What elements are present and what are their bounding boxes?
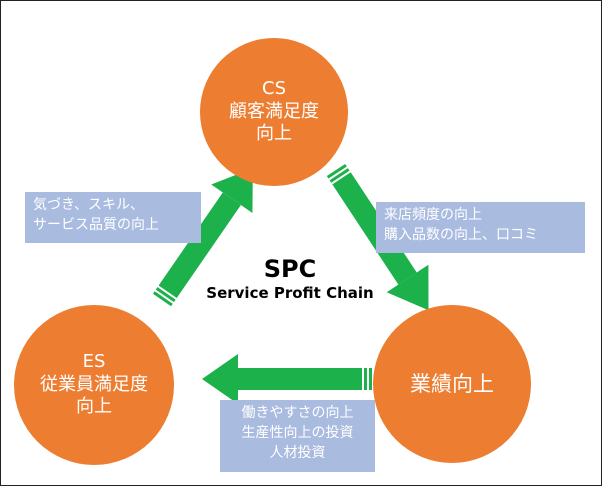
performance-title: 業績向上 [410, 371, 494, 396]
es-label-line3: 向上 [76, 396, 112, 418]
spc-title: SPC [263, 255, 317, 283]
center-title-block: SPC Service Profit Chain [200, 255, 380, 303]
arrow-es-to-cs [152, 168, 253, 307]
label-es-to-cs: 気づき、スキル、 サービス品質の向上 [25, 192, 201, 243]
label-performance-to-es: 働きやすさの向上 生産性向上の投資 人材投資 [220, 400, 375, 472]
label-cs-to-performance-line1: 来店頻度の向上 [384, 207, 482, 223]
label-cs-to-performance: 来店頻度の向上 購入品数の向上、口コミ [376, 202, 585, 253]
label-performance-to-es-line1: 働きやすさの向上 [241, 405, 354, 421]
cs-label-line3: 向上 [256, 123, 292, 145]
label-cs-to-performance-line2: 購入品数の向上、口コミ [384, 227, 538, 243]
performance-node: 業績向上 [373, 305, 531, 463]
label-es-to-cs-line1: 気づき、スキル、 [33, 197, 145, 213]
arrow-cs-to-performance [326, 163, 429, 311]
label-es-to-cs-line2: サービス品質の向上 [33, 217, 159, 233]
es-node: ES 従業員満足度 向上 [14, 305, 174, 465]
cs-title: CS [262, 78, 286, 100]
label-performance-to-es-line3: 人材投資 [269, 445, 326, 461]
spc-subtitle: Service Profit Chain [206, 284, 374, 302]
es-title: ES [82, 351, 106, 373]
cs-node: CS 顧客満足度 向上 [200, 38, 348, 186]
es-label-line2: 従業員満足度 [40, 373, 148, 395]
cs-label-line2: 顧客満足度 [229, 100, 319, 122]
label-performance-to-es-line2: 生産性向上の投資 [241, 425, 354, 441]
arrow-performance-to-es [202, 354, 372, 404]
